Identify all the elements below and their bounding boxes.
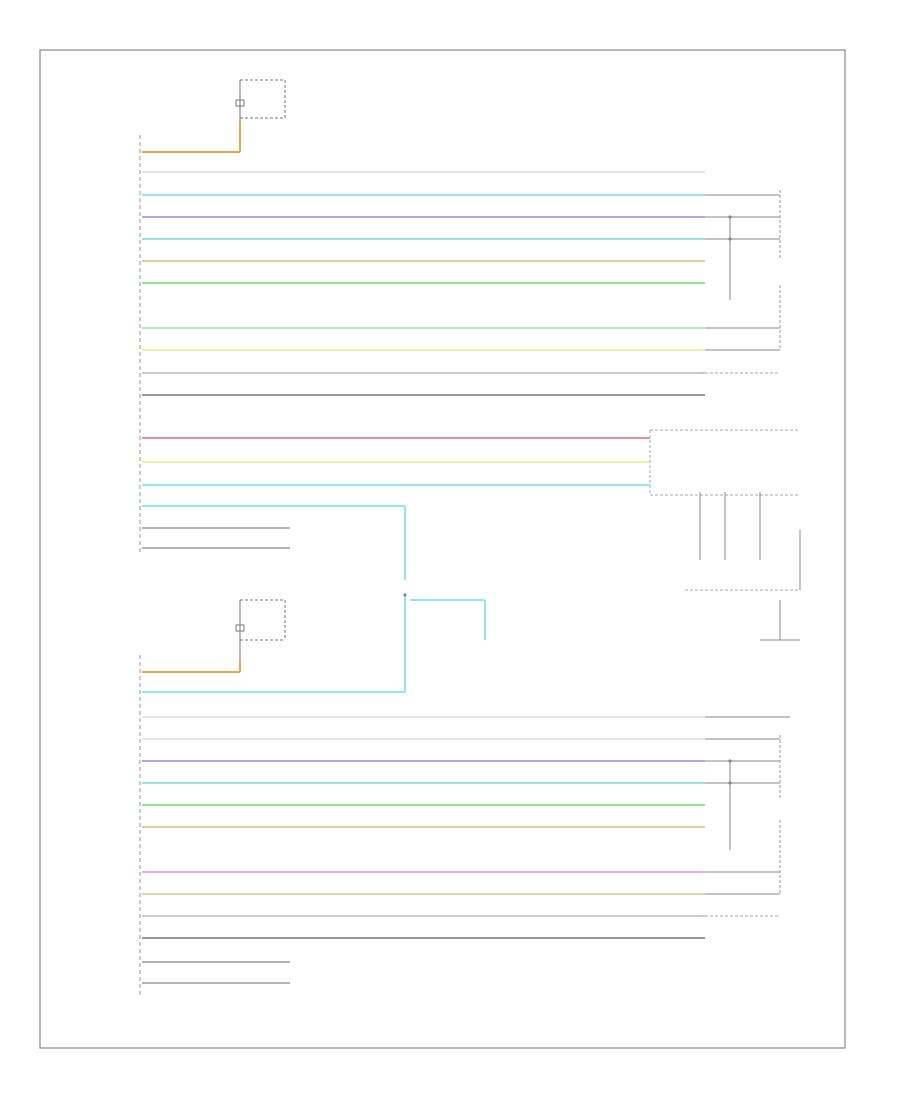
right-switches-top: [649, 190, 800, 496]
junction-dots: [403, 215, 732, 785]
wires-bottom: [142, 716, 705, 984]
wires-top: [142, 171, 705, 580]
middle-switch-cluster: [685, 492, 801, 641]
fuse-block-bottom: [142, 599, 286, 673]
bottom-module: [139, 595, 790, 995]
fuse-block-top: [142, 79, 286, 153]
diagram-frame: [39, 49, 846, 1049]
top-module: [139, 79, 801, 641]
right-switches-bottom: [700, 716, 790, 917]
cyan-link: [142, 595, 486, 693]
